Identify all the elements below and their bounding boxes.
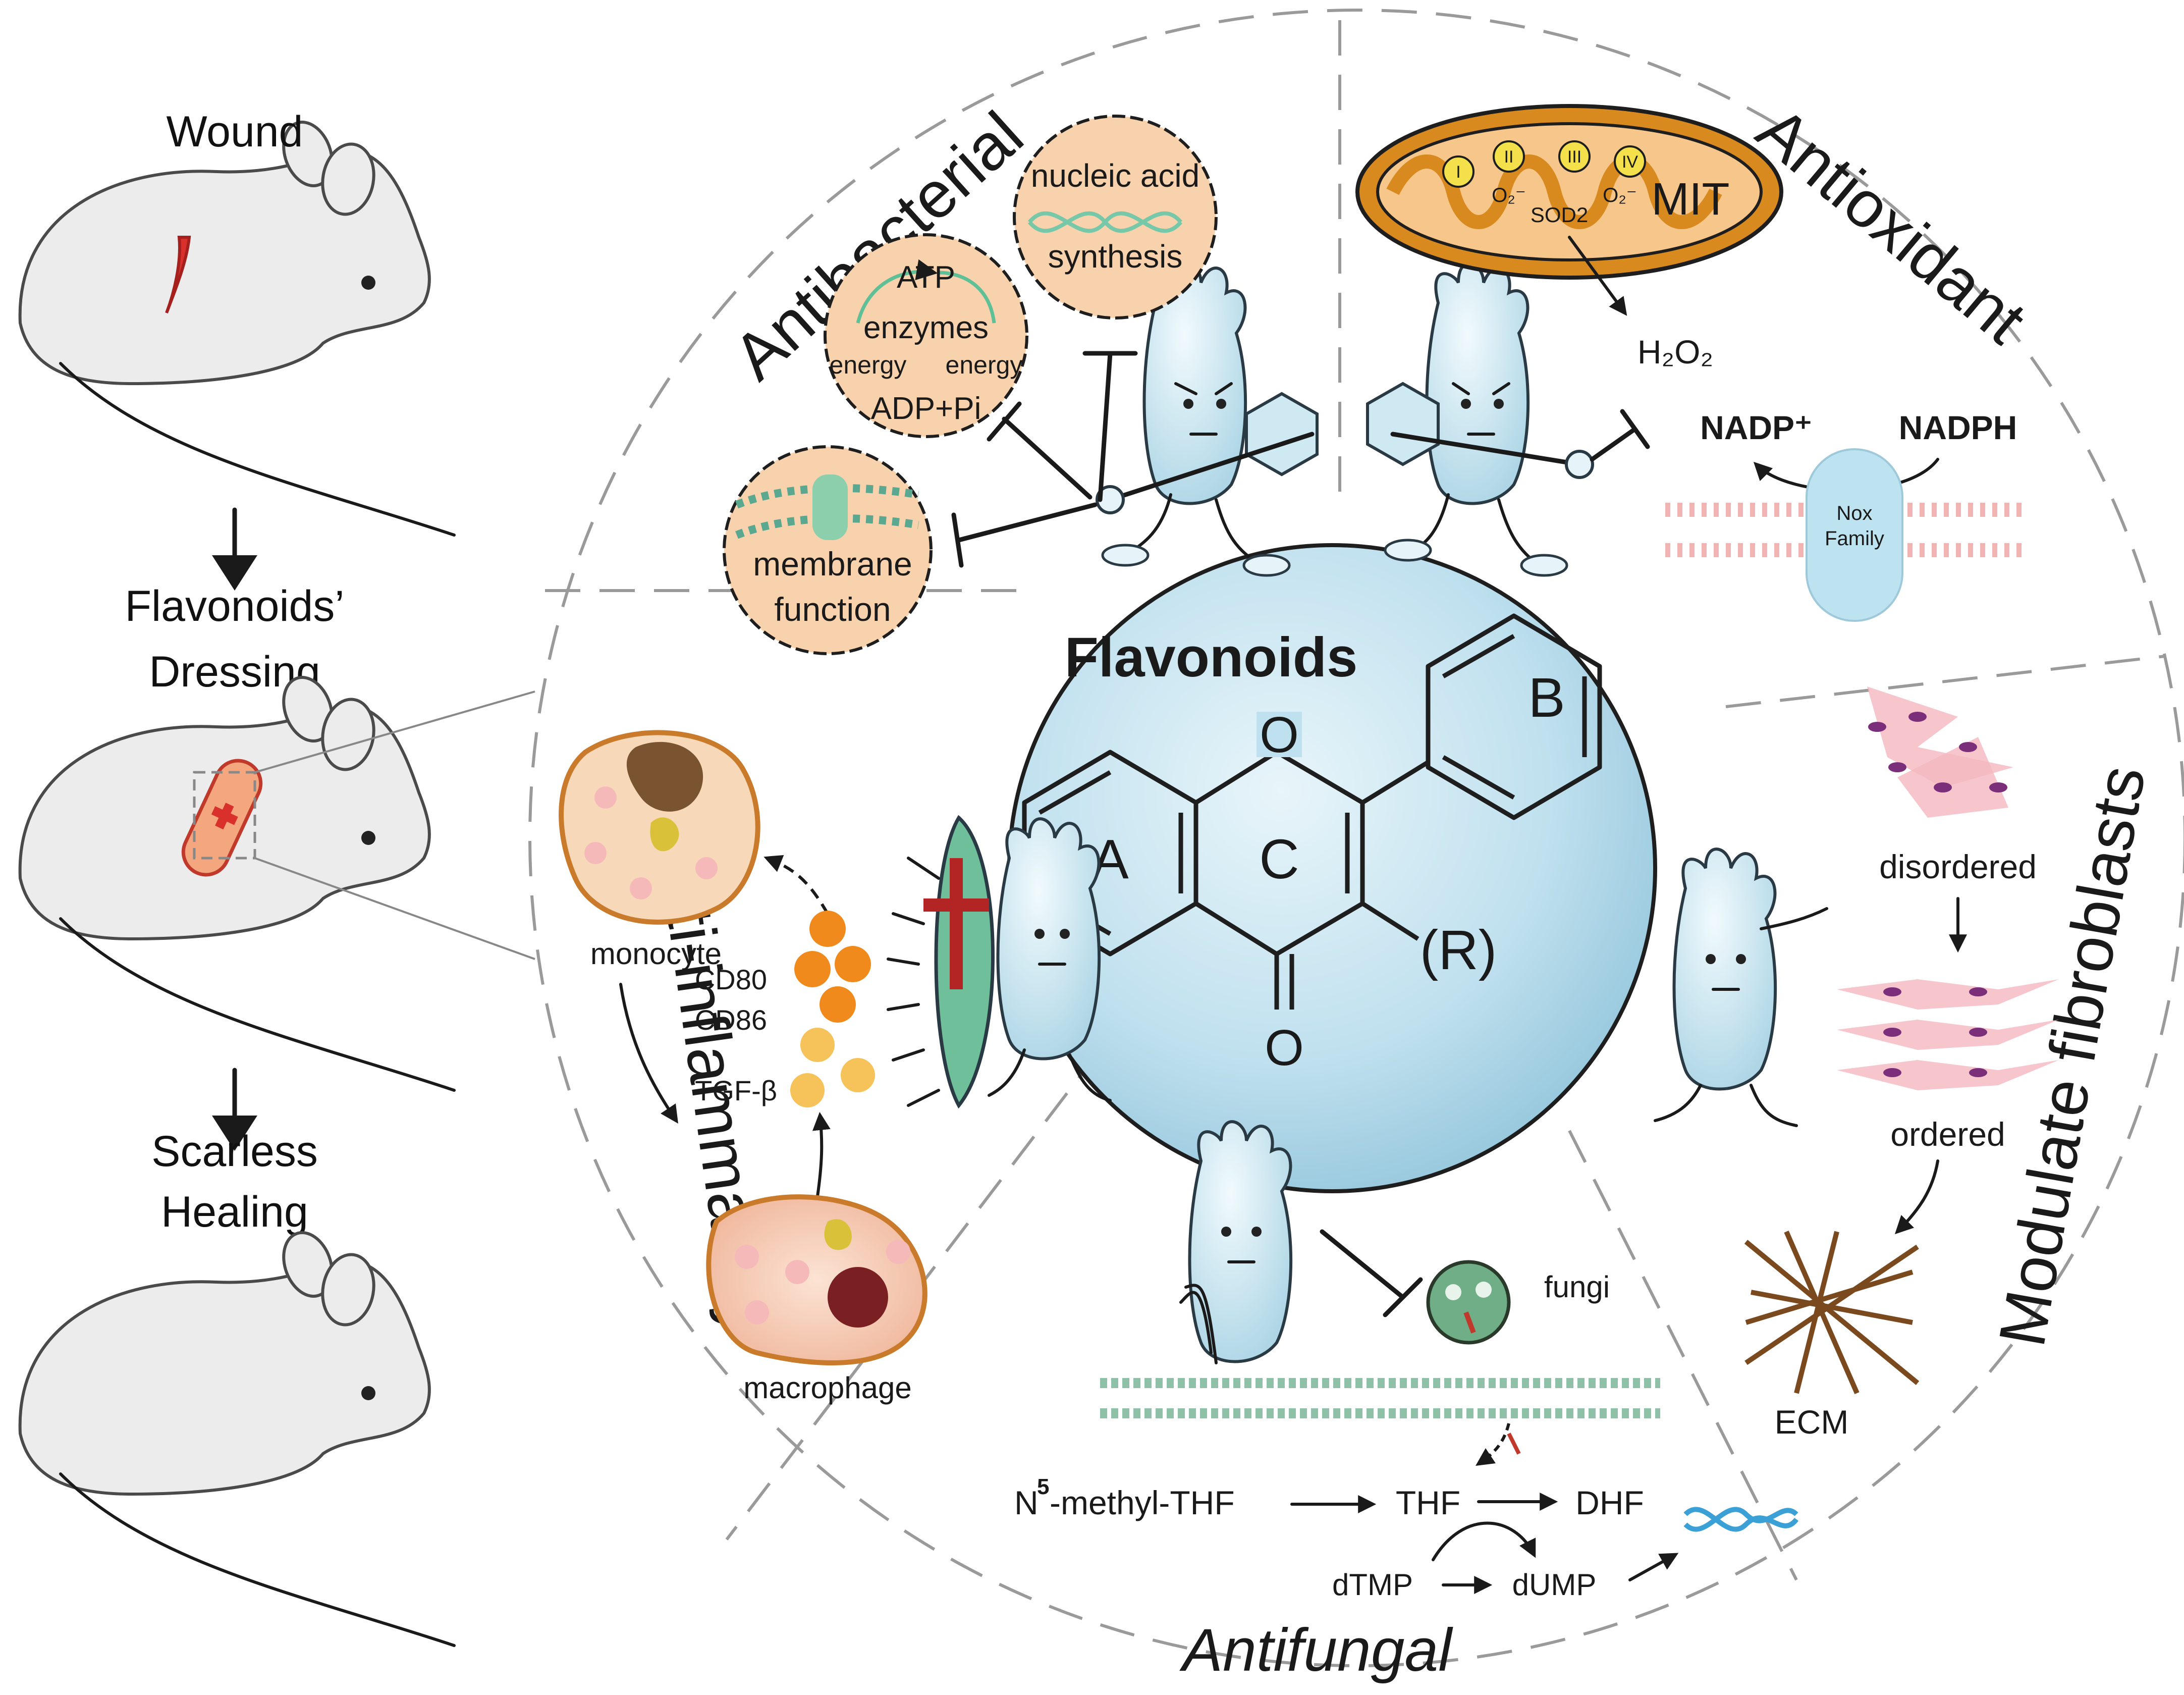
antibacterial-section: Antibacterial nucleic acid synthesis ATP… [719,97,1218,655]
nox-channel-icon [1806,448,1903,622]
superoxide-right: O₂⁻ [1603,184,1637,206]
mascots [923,262,1828,1364]
section-frame [528,9,2184,1667]
membrane-bilayer-icon [735,474,919,540]
dressed-mouse [18,676,535,1092]
ordered-label: ordered [1890,1116,2005,1153]
cd80-label: CD80 [695,964,767,995]
disordered-label: disordered [1879,848,2037,885]
macrophage-icon [706,1194,927,1365]
fungi-label: fungi [1544,1270,1610,1304]
complex-4-label: IV [1622,152,1638,172]
tgf-label: TGF-β [695,1075,777,1106]
dump-label: dUMP [1512,1568,1597,1602]
macrophage-label: macrophage [743,1371,912,1405]
oxygen-bottom: O [1265,1020,1304,1076]
flavonoid-sphere: Flavonoids O A C B O (R) [1007,543,1657,1193]
dhf-label: DHF [1575,1484,1644,1521]
mit-label: MIT [1652,174,1730,225]
anti-inflammatory-section: Anti-inflammatory monocyte CD80 CD86 TGF… [559,730,940,1405]
wound-label: Wound [167,108,303,156]
ordered-cells-icon [1837,979,2059,1090]
cd-markers-icon [790,911,875,1107]
nucleic-acid-ball [1013,115,1218,320]
nadph-label: NADPH [1899,409,2017,446]
antifungal-heading: Antifungal [1179,1616,1453,1684]
enzymes-label: enzymes [863,310,989,345]
nox-label-line1: Nox [1836,502,1872,524]
membrane-ball [723,445,933,655]
mascot-shield [923,815,1112,1109]
complex-1-label: I [1456,163,1460,182]
membrane-line2: function [774,591,891,628]
nucleic-acid-line1: nucleic acid [1031,157,1199,194]
superoxide-left: O₂⁻ [1492,184,1526,206]
complex-3-label: III [1567,147,1581,167]
arrow-down-icon [212,555,257,591]
nox-label-line2: Family [1825,527,1884,550]
fungal-membrane-icon [1100,1378,1660,1418]
thf-label: THF [1396,1484,1460,1521]
left-panel: Wound Flavonoids’ Dressing Scarless Heal… [18,108,535,1647]
fungi-icon [1426,1260,1511,1345]
n5-superscript: 5 [1037,1474,1049,1499]
atp-label: ATP [897,260,955,295]
inhibition-lines [951,351,1138,568]
dressing-label-line1: Flavonoids’ [125,582,345,630]
membrane-line1: membrane [753,545,912,582]
mascot-antioxidant [1366,262,1650,577]
healed-mouse [18,1231,456,1647]
energy-left-label: energy [830,351,907,379]
arrow-down-icon-2 [212,1116,257,1151]
mascot-right [1654,847,1828,1127]
nucleic-acid-line2: synthesis [1048,238,1183,275]
complex-2-label: II [1504,147,1514,167]
monocyte-label: monocyte [590,937,722,971]
substituent-label: (R) [1420,919,1497,981]
shield-rays-icon [887,857,940,1107]
ring-b-label: B [1528,667,1565,729]
methyl-thf-label: -methyl-THF [1050,1484,1235,1521]
mitochondrion-icon [1355,104,1783,280]
antioxidant-heading: Antioxidant [1744,92,2040,357]
wound-mouse [18,121,456,537]
flavonoids-title: Flavonoids [1065,626,1358,688]
sod2-label: SOD2 [1531,203,1588,227]
adp-label: ADP+Pi [871,391,981,426]
fibroblast-section: Modulate fibroblasts disordered ordered [1744,686,2159,1441]
cd86-label: CD86 [695,1004,767,1036]
dtmp-label: dTMP [1332,1568,1413,1602]
dna-helix-icon [1683,1507,1798,1532]
h2o2-label: H₂O₂ [1637,333,1713,370]
oxygen-top: O [1260,707,1299,763]
mascot-antifungal [1179,1120,1423,1364]
antifungal-section: Antifungal fungi N 5 -methyl-THF THF DHF… [1014,1260,1798,1684]
healing-label-line2: Healing [161,1188,308,1236]
disordered-cells-icon [1867,686,2013,818]
n5-prefix: N [1014,1484,1039,1521]
ecm-fibers-icon [1744,1230,1920,1395]
ecm-label: ECM [1775,1403,1849,1441]
healing-label-line1: Scarless [151,1127,318,1176]
nadp-label: NADP⁺ [1700,409,1812,446]
monocyte-icon [559,730,760,925]
ring-c-label: C [1259,828,1299,890]
energy-right-label: energy [946,351,1023,379]
